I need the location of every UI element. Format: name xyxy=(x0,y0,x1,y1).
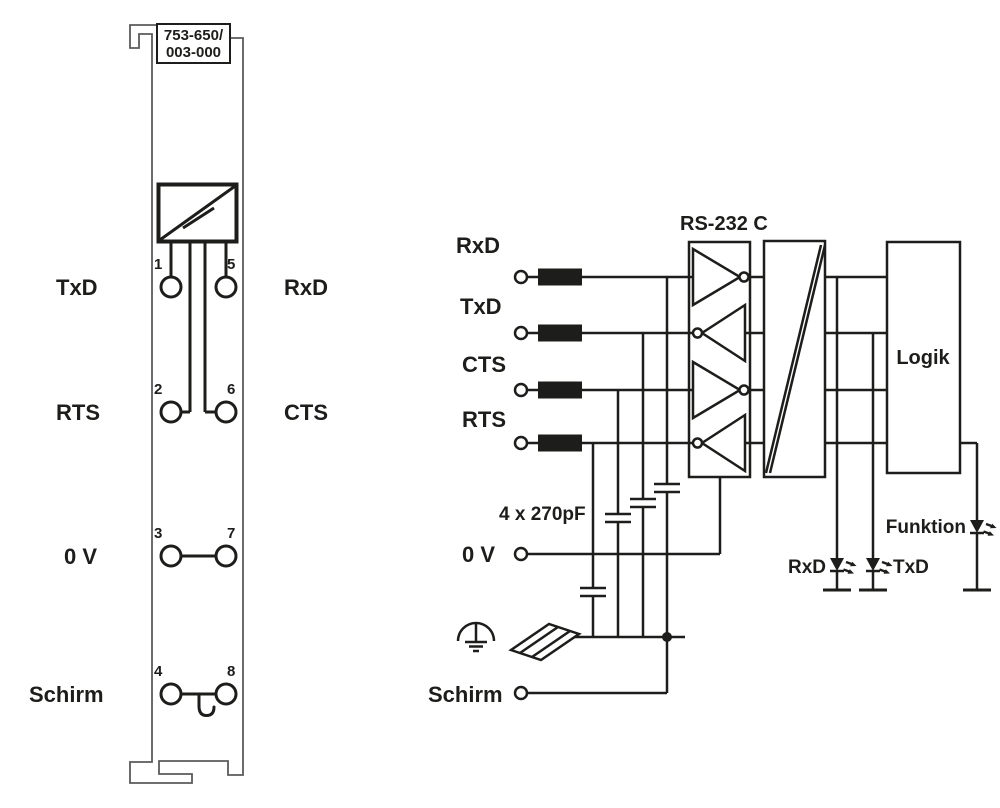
resistor-cts xyxy=(538,381,582,399)
terminal-4-number: 4 xyxy=(154,663,163,680)
module-isolation-diagonal-short xyxy=(182,206,215,230)
capacitor-cts xyxy=(605,390,631,637)
led-funktion-ray-1-head xyxy=(990,523,997,529)
terminal-5-number: 5 xyxy=(227,256,235,273)
circuit-terminal-rts xyxy=(513,435,529,451)
circuit-terminal-0v xyxy=(513,546,529,562)
module-label-schirm: Schirm xyxy=(29,682,104,707)
circuit-label-0v: 0 V xyxy=(462,542,495,567)
isolation-diagonal-2 xyxy=(768,244,827,474)
circuit-terminal-rxd xyxy=(513,269,529,285)
led-funktion-label: Funktion xyxy=(886,517,966,538)
terminal-5 xyxy=(214,275,238,299)
din-rail-groove-2 xyxy=(531,629,571,659)
buffer-rxd xyxy=(691,246,743,308)
led-funktion-diode-icon xyxy=(970,520,984,533)
circuit-terminal-schirm xyxy=(513,685,529,701)
terminal-8-number: 8 xyxy=(227,663,235,680)
led-rxd xyxy=(823,277,857,592)
capacitor-txd xyxy=(630,333,656,637)
circuit-label-rxd: RxD xyxy=(456,233,500,258)
resistor-rxd xyxy=(538,268,582,286)
circuit-diagram: RxD TxD CTS RTS 0 V Schirm 4 x 270pF RS-… xyxy=(428,213,997,707)
module-label-0v: 0 V xyxy=(64,544,97,569)
part-number-line2: 003-000 xyxy=(166,44,221,61)
din-rail-body xyxy=(508,622,582,662)
rs232-block-label: RS-232 C xyxy=(680,213,768,235)
led-rxd-ray-1-head xyxy=(850,561,857,567)
logic-block xyxy=(885,240,962,475)
terminal-2-number: 2 xyxy=(154,381,162,398)
junction-dot xyxy=(662,632,672,642)
capacitor-rts xyxy=(580,443,606,637)
terminal-6-number: 6 xyxy=(227,381,235,398)
led-funktion-ray-2-head xyxy=(987,531,994,536)
terminal-7 xyxy=(214,544,238,568)
led-funktion xyxy=(960,441,997,592)
led-txd-diode-icon xyxy=(866,558,880,571)
din-rail-icon xyxy=(508,622,582,662)
terminal-3 xyxy=(159,544,183,568)
module-label-rts: RTS xyxy=(56,400,100,425)
circuit-terminal-txd xyxy=(513,325,529,341)
din-rail-groove-1 xyxy=(519,625,559,655)
led-txd xyxy=(859,333,893,592)
terminal-3-number: 3 xyxy=(154,525,162,542)
earth-dome xyxy=(456,621,496,642)
module-label-cts: CTS xyxy=(284,400,328,425)
part-number-box xyxy=(156,23,231,64)
terminal-2 xyxy=(159,400,183,424)
terminal-6 xyxy=(214,400,238,424)
module-outline xyxy=(129,24,244,784)
terminal-4 xyxy=(159,682,183,706)
terminal-7-number: 7 xyxy=(227,525,235,542)
circuit-label-txd: TxD xyxy=(460,294,502,319)
logic-block-label: Logik xyxy=(896,347,950,369)
buffer-cts-bubble xyxy=(738,384,750,396)
circuit-label-schirm: Schirm xyxy=(428,682,503,707)
buffer-rxd-bubble xyxy=(738,271,750,283)
circuit-label-cts: CTS xyxy=(462,352,506,377)
led-txd-ray-1-head xyxy=(886,561,893,567)
terminal-8 xyxy=(214,682,238,706)
led-txd-ray-2-head xyxy=(883,569,890,574)
resistor-rts xyxy=(538,434,582,452)
isolation-diagonal-1 xyxy=(764,244,823,474)
circuit-terminal-cts xyxy=(513,382,529,398)
capacitor-value-label: 4 x 270pF xyxy=(499,504,586,525)
buffer-txd-bubble xyxy=(691,327,704,339)
led-rxd-diode-icon xyxy=(830,558,844,571)
led-rxd-ray-2-head xyxy=(847,569,854,574)
led-rxd-label: RxD xyxy=(788,557,826,578)
module-label-rxd: RxD xyxy=(284,275,328,300)
circuit-label-rts: RTS xyxy=(462,407,506,432)
bus-module: 753-650/ 003-000 1 5 2 6 3 7 4 8 xyxy=(29,23,328,784)
earth-icon xyxy=(456,621,496,653)
capacitor-rxd xyxy=(654,277,680,693)
resistor-txd xyxy=(538,324,582,342)
buffer-rts xyxy=(699,412,747,474)
buffer-cts xyxy=(691,359,743,421)
module-isolation-diagonal xyxy=(159,185,236,241)
buffer-rts-bubble xyxy=(691,437,704,449)
terminal-1-number: 1 xyxy=(154,256,162,273)
shield-hook-icon xyxy=(197,692,216,718)
led-txd-label: TxD xyxy=(893,557,929,578)
part-number-line1: 753-650/ xyxy=(164,27,224,44)
module-label-txd: TxD xyxy=(56,275,98,300)
terminal-1 xyxy=(159,275,183,299)
buffer-txd xyxy=(699,302,747,364)
